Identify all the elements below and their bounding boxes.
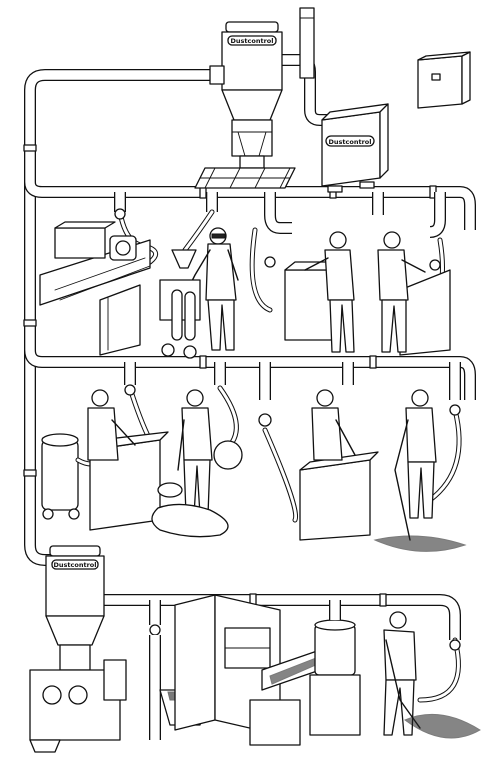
brand-label-fan: Dustcontrol	[329, 138, 372, 146]
worker-welder	[189, 227, 239, 351]
control-panel	[417, 51, 471, 109]
worker-floor-cleaner	[177, 389, 213, 516]
lower-collector-unit: Dustcontrol	[29, 545, 127, 753]
worker-bench	[304, 231, 355, 353]
worker-dust-sweeper	[394, 389, 437, 541]
row1-workstations	[39, 221, 451, 359]
row3-drops-and-machines	[149, 594, 481, 746]
worker-grinder	[377, 231, 426, 353]
brand-label-lower: Dustcontrol	[54, 561, 97, 569]
worker-saw	[87, 389, 136, 461]
worker-bench-2	[311, 389, 356, 461]
fan-filter-unit: Dustcontrol	[321, 103, 389, 193]
brand-label: Dustcontrol	[231, 37, 274, 45]
top-cyclone-separator: Dustcontrol	[194, 21, 296, 189]
row2-drops	[124, 362, 462, 523]
row2-workstations	[41, 389, 467, 552]
